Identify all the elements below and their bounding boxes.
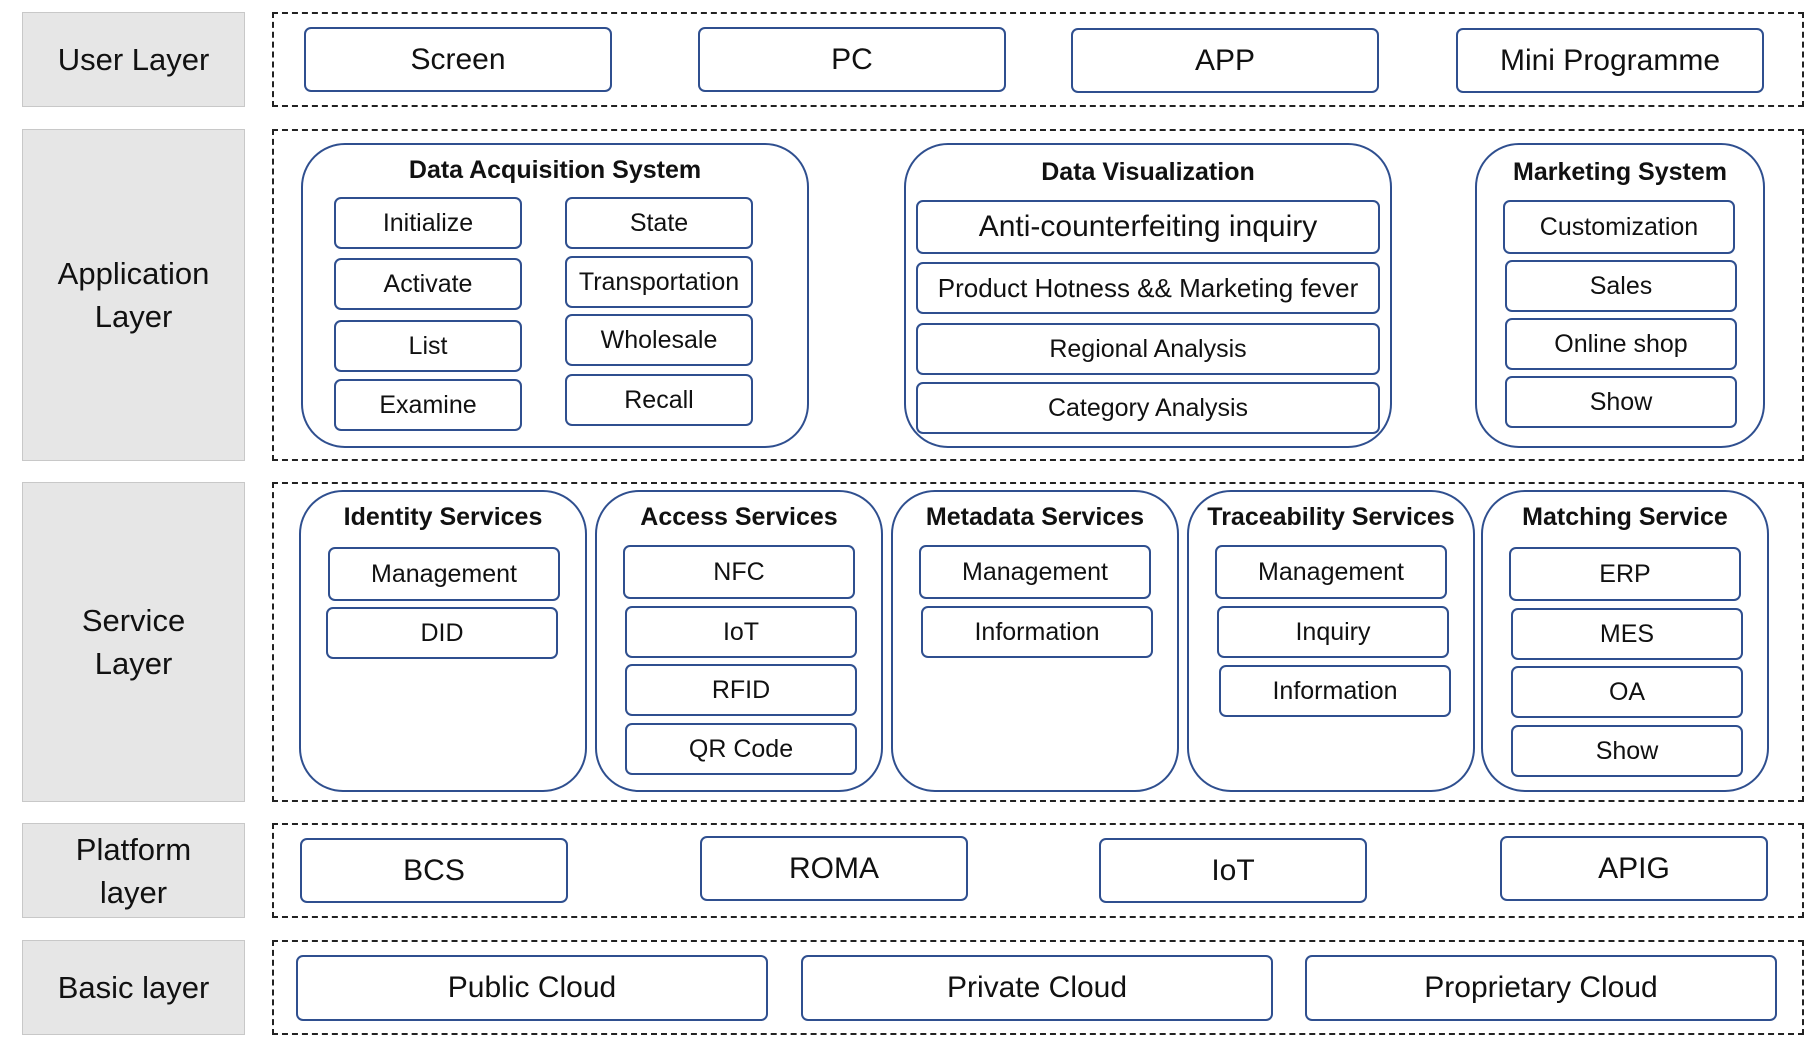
platform-bcs[interactable]: BCS bbox=[300, 838, 568, 903]
identity-management[interactable]: Management bbox=[328, 547, 560, 601]
application-layer-label-line1: Application bbox=[57, 256, 210, 291]
service-layer-label-line2: Layer bbox=[94, 646, 173, 681]
access-rfid[interactable]: RFID bbox=[625, 664, 857, 716]
user-item-screen[interactable]: Screen bbox=[304, 27, 612, 92]
access-nfc[interactable]: NFC bbox=[623, 545, 855, 599]
platform-roma[interactable]: ROMA bbox=[700, 836, 968, 901]
platform-iot[interactable]: IoT bbox=[1099, 838, 1367, 903]
user-layer-frame bbox=[272, 12, 1804, 107]
user-item-app[interactable]: APP bbox=[1071, 28, 1379, 93]
basic-layer-label-text: Basic layer bbox=[57, 970, 210, 1005]
application-layer-frame bbox=[272, 129, 1804, 461]
user-layer-label-text: User Layer bbox=[57, 42, 210, 77]
platform-layer-frame bbox=[272, 823, 1804, 918]
viz-regional-analysis[interactable]: Regional Analysis bbox=[916, 323, 1380, 375]
viz-category-analysis[interactable]: Category Analysis bbox=[916, 382, 1380, 434]
basic-proprietary-cloud[interactable]: Proprietary Cloud bbox=[1305, 955, 1777, 1021]
service-layer-label: Service Layer bbox=[22, 482, 245, 802]
access-services-title: Access Services bbox=[640, 503, 838, 531]
acq-activate[interactable]: Activate bbox=[334, 258, 522, 310]
user-item-pc[interactable]: PC bbox=[698, 27, 1006, 92]
user-layer-label: User Layer bbox=[22, 12, 245, 107]
mkt-show[interactable]: Show bbox=[1505, 376, 1737, 428]
acq-recall[interactable]: Recall bbox=[565, 374, 753, 426]
metadata-services-title: Metadata Services bbox=[925, 503, 1145, 531]
acq-state[interactable]: State bbox=[565, 197, 753, 249]
metadata-information[interactable]: Information bbox=[921, 606, 1153, 658]
identity-services-title: Identity Services bbox=[343, 503, 543, 531]
marketing-system-title: Marketing System bbox=[1513, 158, 1727, 186]
traceability-services-title: Traceability Services bbox=[1207, 503, 1455, 531]
acq-transportation[interactable]: Transportation bbox=[565, 256, 753, 308]
matching-service-title: Matching Service bbox=[1522, 503, 1728, 531]
user-item-mini-programme[interactable]: Mini Programme bbox=[1456, 28, 1764, 93]
trace-management[interactable]: Management bbox=[1215, 545, 1447, 599]
basic-public-cloud[interactable]: Public Cloud bbox=[296, 955, 768, 1021]
access-iot[interactable]: IoT bbox=[625, 606, 857, 658]
data-acquisition-title: Data Acquisition System bbox=[408, 156, 702, 184]
application-layer-label-line2: Layer bbox=[94, 299, 173, 334]
acq-list[interactable]: List bbox=[334, 320, 522, 372]
mkt-customization[interactable]: Customization bbox=[1503, 200, 1735, 254]
platform-layer-label-line2: layer bbox=[99, 874, 168, 910]
platform-layer-label: Platform layer bbox=[22, 823, 245, 918]
viz-anti-counterfeiting[interactable]: Anti-counterfeiting inquiry bbox=[916, 200, 1380, 254]
application-layer-label: Application Layer bbox=[22, 129, 245, 461]
match-show[interactable]: Show bbox=[1511, 725, 1743, 777]
viz-product-hotness[interactable]: Product Hotness && Marketing fever bbox=[916, 262, 1380, 314]
mkt-online-shop[interactable]: Online shop bbox=[1505, 318, 1737, 370]
acq-examine[interactable]: Examine bbox=[334, 379, 522, 431]
basic-layer-label: Basic layer bbox=[22, 940, 245, 1035]
match-erp[interactable]: ERP bbox=[1509, 547, 1741, 601]
identity-did[interactable]: DID bbox=[326, 607, 558, 659]
platform-apig[interactable]: APIG bbox=[1500, 836, 1768, 901]
metadata-management[interactable]: Management bbox=[919, 545, 1151, 599]
basic-layer-frame bbox=[272, 940, 1804, 1035]
trace-inquiry[interactable]: Inquiry bbox=[1217, 606, 1449, 658]
trace-information[interactable]: Information bbox=[1219, 665, 1451, 717]
basic-private-cloud[interactable]: Private Cloud bbox=[801, 955, 1273, 1021]
access-qr-code[interactable]: QR Code bbox=[625, 723, 857, 775]
match-oa[interactable]: OA bbox=[1511, 666, 1743, 718]
match-mes[interactable]: MES bbox=[1511, 608, 1743, 660]
platform-layer-label-line1: Platform bbox=[75, 831, 192, 867]
acq-wholesale[interactable]: Wholesale bbox=[565, 314, 753, 366]
service-layer-label-line1: Service bbox=[81, 603, 186, 638]
mkt-sales[interactable]: Sales bbox=[1505, 260, 1737, 312]
data-visualization-title: Data Visualization bbox=[1041, 158, 1255, 186]
acq-initialize[interactable]: Initialize bbox=[334, 197, 522, 249]
service-layer-frame bbox=[272, 482, 1804, 802]
